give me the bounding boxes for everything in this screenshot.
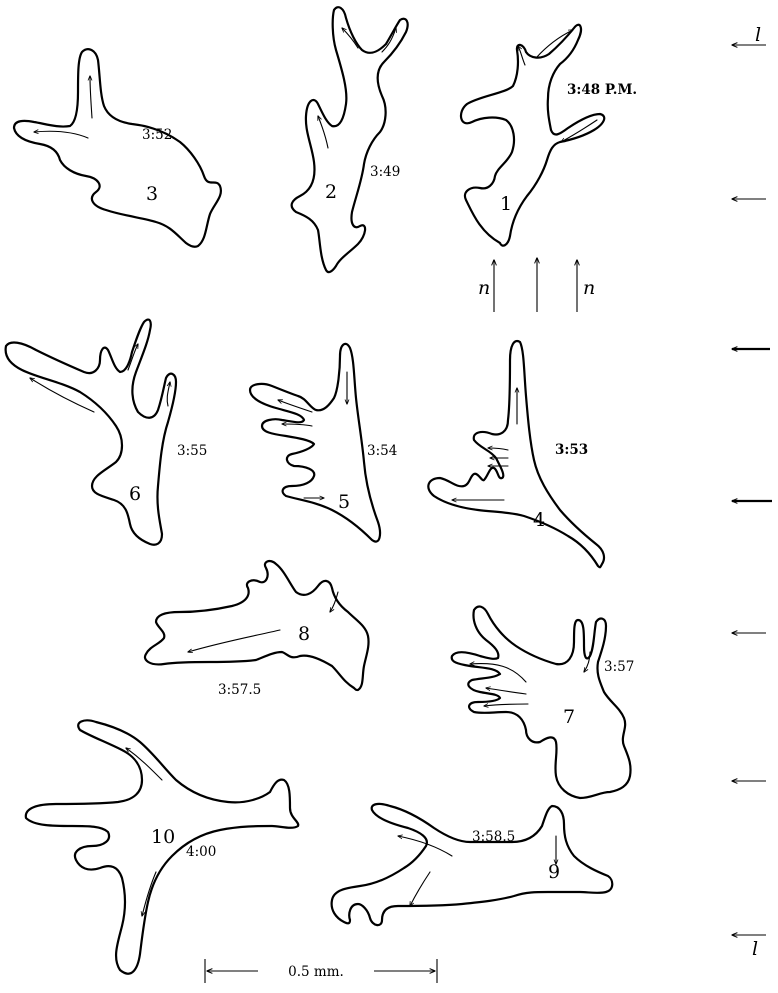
label-2: 2 xyxy=(325,181,337,203)
label-5: 5 xyxy=(338,491,350,513)
scale-bar: 0.5 mm. xyxy=(205,959,437,983)
label-7: 7 xyxy=(563,706,575,728)
label-n-right: n xyxy=(583,277,595,299)
outline-6 xyxy=(6,320,176,545)
time-10: 4:00 xyxy=(186,844,216,860)
label-l-bottom: l xyxy=(752,938,758,960)
label-8: 8 xyxy=(298,623,310,645)
side-arrows: l l xyxy=(732,24,772,960)
outline-2 xyxy=(292,7,408,272)
label-n-left: n xyxy=(478,277,490,299)
time-3: 3:52 xyxy=(142,127,172,143)
outline-8 xyxy=(145,561,369,690)
time-7: 3:57 xyxy=(604,659,634,675)
outline-3 xyxy=(14,49,221,247)
outline-1 xyxy=(461,25,604,246)
outline-5 xyxy=(250,344,380,542)
time-9: 3:58.5 xyxy=(472,829,515,845)
outline-9 xyxy=(332,804,613,925)
label-1: 1 xyxy=(500,193,512,215)
label-6: 6 xyxy=(129,483,141,505)
label-3: 3 xyxy=(146,183,158,205)
outline-7 xyxy=(452,607,631,798)
scale-bar-label: 0.5 mm. xyxy=(288,964,344,980)
label-10: 10 xyxy=(151,826,175,848)
time-8: 3:57.5 xyxy=(218,682,261,698)
label-9: 9 xyxy=(548,861,560,883)
upward-arrows: n n xyxy=(478,258,595,312)
label-4: 4 xyxy=(533,509,545,531)
time-4: 3:53 xyxy=(555,442,588,458)
time-6: 3:55 xyxy=(177,443,207,459)
time-5: 3:54 xyxy=(367,443,397,459)
label-l-top: l xyxy=(755,24,761,46)
time-2: 3:49 xyxy=(370,164,400,180)
time-1: 3:48 P.M. xyxy=(567,82,637,98)
